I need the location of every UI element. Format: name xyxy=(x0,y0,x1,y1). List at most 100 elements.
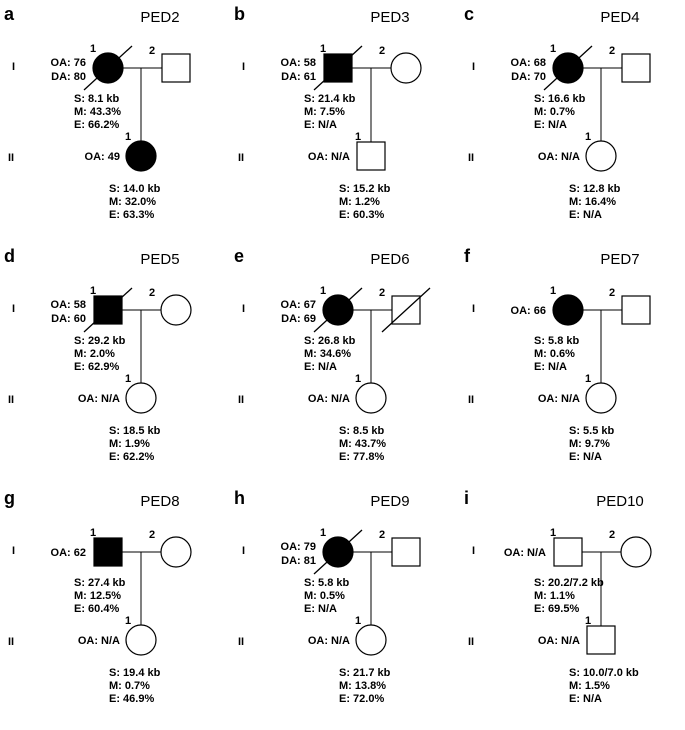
child-1-square xyxy=(356,141,386,171)
child-1-age-info: OA: N/A xyxy=(308,635,350,647)
parent-1-number: 1 xyxy=(320,527,326,539)
child-1-number: 1 xyxy=(585,615,591,627)
pedigree-title: PED6 xyxy=(370,251,409,268)
generation-label-II: II xyxy=(8,394,14,406)
child-1-age-info: OA: N/A xyxy=(538,151,580,163)
panel-letter: b xyxy=(234,4,245,24)
parent-1-number: 1 xyxy=(320,285,326,297)
child-1-number: 1 xyxy=(125,615,131,627)
parent-1-stat: E: 66.2% xyxy=(74,119,119,131)
generation-label-II: II xyxy=(238,152,244,164)
child-1-number: 1 xyxy=(355,131,361,143)
parent-1-stat: S: 27.4 kb xyxy=(74,577,126,589)
child-1-circle xyxy=(125,140,157,172)
child-1-stat: M: 1.5% xyxy=(569,680,610,692)
parent-2-circle xyxy=(160,294,192,326)
generation-label-II: II xyxy=(8,636,14,648)
parent-1-stat: S: 5.8 kb xyxy=(304,577,350,589)
parent-1-number: 1 xyxy=(90,527,96,539)
parent-1-stat: E: N/A xyxy=(304,603,337,615)
child-1-stat: M: 32.0% xyxy=(109,196,156,208)
pedigree-title: PED5 xyxy=(140,251,179,268)
generation-label-I: I xyxy=(472,545,475,557)
parent-1-stat: E: N/A xyxy=(304,361,337,373)
pedigree-title: PED3 xyxy=(370,9,409,26)
parent-1-stat: S: 29.2 kb xyxy=(74,335,126,347)
child-1-number: 1 xyxy=(355,373,361,385)
generation-label-I: I xyxy=(12,61,15,73)
parent-1-age-info: OA: 58 xyxy=(281,57,316,69)
parent-1-stat: E: N/A xyxy=(304,119,337,131)
parent-2-number: 2 xyxy=(379,287,385,299)
parent-2-number: 2 xyxy=(149,287,155,299)
parent-1-age-info: OA: 68 xyxy=(511,57,546,69)
parent-2-number: 2 xyxy=(609,529,615,541)
parent-1-deceased-slash xyxy=(83,287,133,333)
child-1-number: 1 xyxy=(585,131,591,143)
parent-1-stat: E: 60.4% xyxy=(74,603,119,615)
generation-label-I: I xyxy=(472,61,475,73)
parent-1-stat: M: 2.0% xyxy=(74,348,115,360)
parent-1-stat: E: 69.5% xyxy=(534,603,579,615)
parent-1-number: 1 xyxy=(550,527,556,539)
parent-1-stat: E: N/A xyxy=(534,361,567,373)
parent-1-stat: S: 21.4 kb xyxy=(304,93,356,105)
child-1-stat: S: 19.4 kb xyxy=(109,667,161,679)
parent-1-number: 1 xyxy=(90,43,96,55)
pedigree-title: PED2 xyxy=(140,9,179,26)
parent-1-stat: M: 0.7% xyxy=(534,106,575,118)
parent-1-stat: S: 8.1 kb xyxy=(74,93,120,105)
panel-letter: h xyxy=(234,488,245,508)
parent-2-number: 2 xyxy=(379,45,385,57)
child-1-stat: E: 46.9% xyxy=(109,693,154,705)
child-1-stat: S: 10.0/7.0 kb xyxy=(569,667,639,679)
panel-letter: d xyxy=(4,246,15,266)
generation-label-II: II xyxy=(468,636,474,648)
child-1-age-info: OA: N/A xyxy=(538,635,580,647)
parent-2-circle xyxy=(620,536,652,568)
parent-2-number: 2 xyxy=(149,529,155,541)
parent-2-deceased-slash xyxy=(381,287,431,333)
child-1-stat: S: 18.5 kb xyxy=(109,425,161,437)
child-1-square xyxy=(586,625,616,655)
child-1-stat: M: 43.7% xyxy=(339,438,386,450)
panel-letter: c xyxy=(464,4,474,24)
child-1-age-info: OA: N/A xyxy=(308,393,350,405)
parent-1-stat: S: 26.8 kb xyxy=(304,335,356,347)
child-1-stat: M: 16.4% xyxy=(569,196,616,208)
pedigree-title: PED10 xyxy=(596,493,644,510)
generation-label-I: I xyxy=(242,303,245,315)
child-1-stat: E: N/A xyxy=(569,693,602,705)
parent-1-age-info: OA: 67 xyxy=(281,299,316,311)
parent-1-age-info: DA: 70 xyxy=(511,71,546,83)
parent-1-stat: M: 0.5% xyxy=(304,590,345,602)
child-1-age-info: OA: N/A xyxy=(308,151,350,163)
child-1-stat: E: N/A xyxy=(569,451,602,463)
parent-1-deceased-slash xyxy=(313,45,363,91)
generation-label-II: II xyxy=(8,152,14,164)
child-1-stat: M: 0.7% xyxy=(109,680,150,692)
child-1-number: 1 xyxy=(585,373,591,385)
child-1-age-info: OA: 49 xyxy=(85,151,120,163)
parent-1-age-info: DA: 61 xyxy=(281,71,316,83)
parent-1-deceased-slash xyxy=(313,287,363,333)
generation-label-II: II xyxy=(238,636,244,648)
child-1-stat: E: 63.3% xyxy=(109,209,154,221)
child-1-stat: E: 60.3% xyxy=(339,209,384,221)
parent-2-square xyxy=(161,53,191,83)
child-1-circle xyxy=(125,382,157,414)
child-1-number: 1 xyxy=(125,373,131,385)
parent-2-number: 2 xyxy=(609,287,615,299)
parent-1-stat: E: N/A xyxy=(534,119,567,131)
panel-letter: g xyxy=(4,488,15,508)
child-1-stat: E: 77.8% xyxy=(339,451,384,463)
parent-1-age-info: OA: 58 xyxy=(51,299,86,311)
parent-1-stat: M: 0.6% xyxy=(534,348,575,360)
parent-1-deceased-slash xyxy=(83,45,133,91)
parent-1-age-info: DA: 69 xyxy=(281,313,316,325)
